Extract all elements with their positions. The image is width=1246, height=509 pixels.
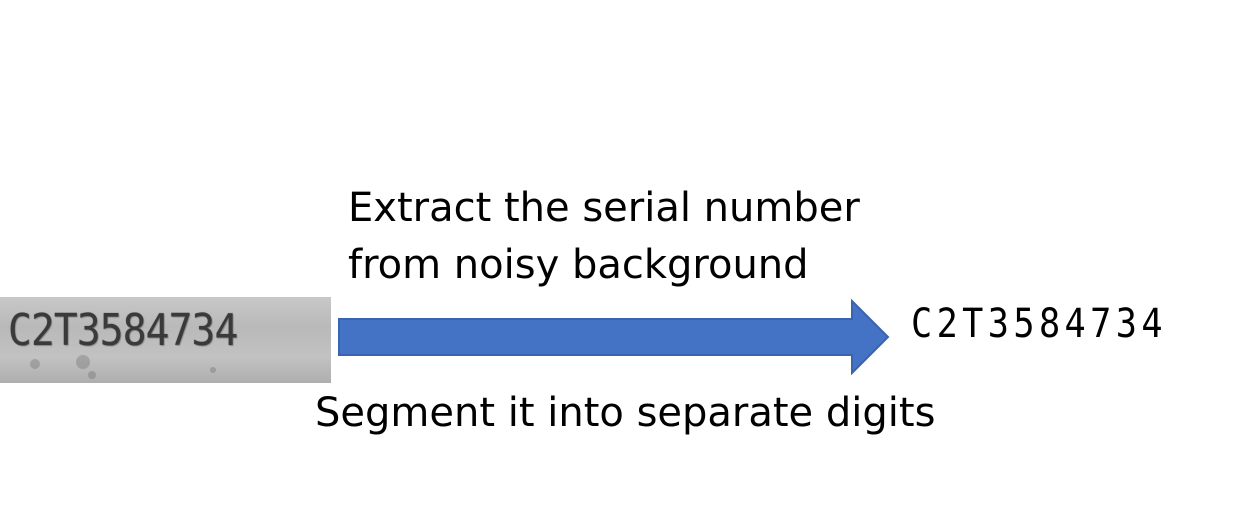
extract-caption: Extract the serial number from noisy bac… <box>348 180 860 294</box>
noise-speck <box>210 367 216 373</box>
extract-caption-line-1: Extract the serial number <box>348 185 860 231</box>
arrow-shape <box>338 299 890 375</box>
right-arrow-icon <box>338 299 890 375</box>
segment-caption: Segment it into separate digits <box>315 390 936 436</box>
noise-speck <box>76 355 90 369</box>
noisy-serial-text: C2T3584734 <box>8 305 238 356</box>
extract-caption-line-2: from noisy background <box>348 242 809 288</box>
noise-speck <box>88 371 96 379</box>
clean-serial-text: C2T3584734 <box>911 301 1167 347</box>
noisy-serial-image: C2T3584734 <box>0 297 331 383</box>
noise-speck <box>30 359 40 369</box>
